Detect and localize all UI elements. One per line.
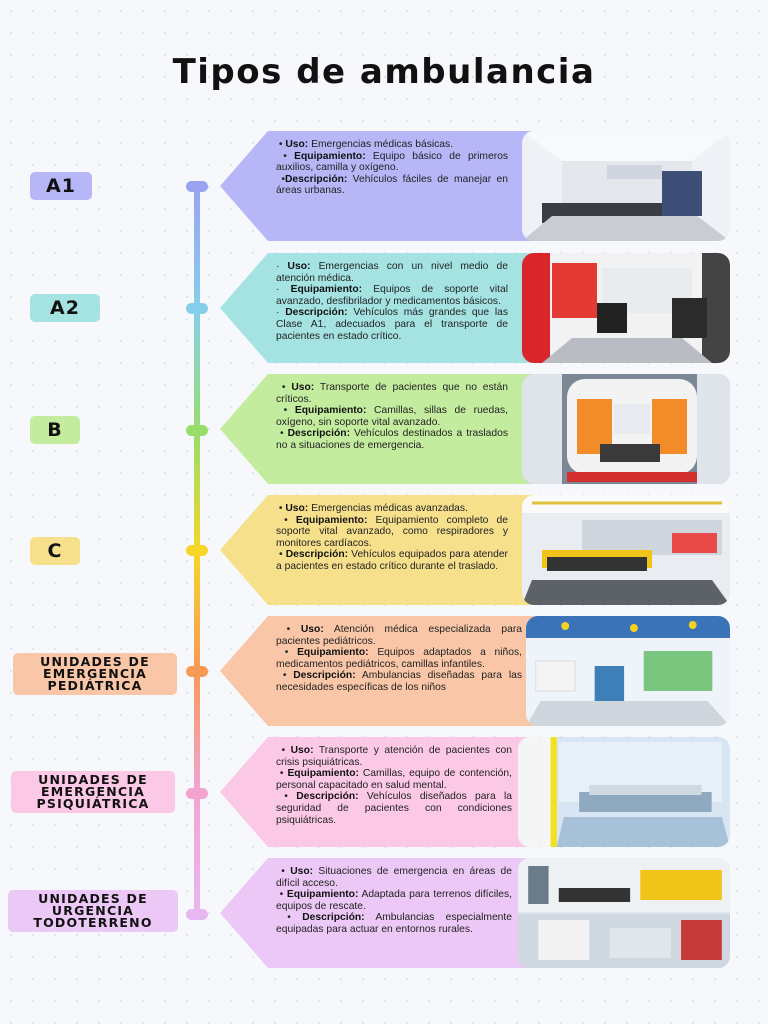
equip-text: Equipos adaptados a niños, medicamentos … [276, 647, 522, 670]
desc-label: Descripción: [287, 428, 350, 440]
card-text: • Uso: Situaciones de emergencia en área… [276, 866, 513, 935]
desc-text: Vehículos destinados a traslados no a si… [276, 428, 508, 451]
equip-label: Equipamiento: [297, 647, 369, 659]
uso-text: Transporte de pacientes que no están crí… [276, 382, 508, 405]
desc-text: Ambulancias diseñadas para las necesidad… [276, 670, 523, 693]
card-a2: · Uso: Emergencias con un nivel medio de… [220, 253, 730, 363]
card-pediatrica: • Uso: Atención médica especializada par… [220, 616, 730, 726]
timeline-dot [186, 545, 208, 556]
equip-label: Equipamiento: [287, 768, 359, 780]
card-text: • Uso: Transporte y atención de paciente… [276, 745, 512, 826]
card-c: • Uso: Emergencias médicas avanzadas. • … [220, 495, 730, 605]
equip-label: Equipamiento: [286, 889, 359, 901]
uso-label: Uso: [291, 382, 315, 393]
card-todoterreno: • Uso: Situaciones de emergencia en área… [220, 858, 730, 968]
uso-label: Uso: [285, 139, 309, 150]
timeline-dot [186, 303, 208, 314]
card-psiquiatrica: • Uso: Transporte y atención de paciente… [220, 737, 730, 847]
equip-label: Equipamiento: [294, 405, 367, 417]
type-label-a1: A1 [30, 172, 92, 200]
equip-text: Equipo básico de primeros auxilios, cami… [276, 150, 508, 174]
uso-text: Situaciones de emergencia en áreas de di… [276, 866, 512, 889]
uso-label: Uso: [290, 745, 314, 756]
timeline-dot [186, 425, 208, 436]
card-text: • Uso: Atención médica especializada par… [276, 624, 523, 693]
card-text: • Uso: Emergencias médicas básicas. • Eq… [276, 139, 508, 197]
card-text: • Uso: Emergencias médicas avanzadas. • … [276, 503, 508, 572]
uso-text: Emergencias médicas avanzadas. [311, 503, 468, 514]
ambulance-interior-photo [522, 253, 730, 363]
timeline-dot [186, 181, 208, 192]
type-label-todoterreno: UNIDADES DE URGENCIA TODOTERRENO [8, 890, 178, 932]
offroad-ambulance-photo [518, 858, 730, 968]
equip-text: Equipos de soporte vital avanzado, desfi… [276, 284, 508, 307]
desc-text: Vehículos fáciles de manejar en áreas ur… [276, 173, 508, 197]
uso-label: Uso: [287, 261, 311, 272]
card-text: · Uso: Emergencias con un nivel medio de… [276, 261, 508, 342]
desc-label: Descripción: [293, 670, 356, 682]
card-a1: • Uso: Emergencias médicas básicas. • Eq… [220, 131, 730, 241]
desc-label: Descripción: [285, 307, 348, 319]
desc-label: Descripción: [284, 173, 348, 185]
desc-label: Descripción: [302, 912, 365, 924]
desc-text: Vehículos diseñados para la seguridad de… [276, 791, 512, 826]
uso-label: Uso: [290, 866, 314, 877]
desc-text: Vehículos más grandes que las Clase A1, … [276, 307, 508, 342]
ambulance-interior-photo [522, 131, 730, 241]
desc-label: Descripción: [285, 549, 349, 561]
equip-label: Equipamiento: [290, 284, 363, 296]
uso-text: Emergencias con un nivel medio de atenci… [276, 261, 508, 284]
pediatric-ambulance-photo [526, 616, 730, 726]
ambulance-interior-photo [522, 495, 730, 605]
ambulance-interior-photo [522, 374, 730, 484]
desc-text: Ambulancias especialmente equipadas para… [276, 912, 512, 935]
uso-text: Emergencias médicas básicas. [311, 139, 454, 150]
type-label-a2: A2 [30, 294, 100, 322]
timeline-dot [186, 909, 208, 920]
card-b: • Uso: Transporte de pacientes que no es… [220, 374, 730, 484]
type-label-pediatrica: UNIDADES DE EMERGENCIA PEDIÁTRICA [13, 653, 177, 695]
equip-text: Equipamiento completo de soporte vital a… [276, 514, 508, 549]
desc-text: Vehículos equipados para atender a pacie… [276, 549, 508, 572]
equip-text: Adaptada para terrenos difíciles, equipo… [276, 889, 513, 912]
page-title: Tipos de ambulancia [172, 52, 596, 92]
card-text: • Uso: Transporte de pacientes que no es… [276, 382, 508, 451]
desc-label: Descripción: [296, 791, 359, 803]
equip-label: Equipamiento: [295, 514, 368, 526]
type-label-c: C [30, 537, 80, 565]
ambulance-interior-photo [518, 737, 730, 847]
timeline-dot [186, 788, 208, 799]
type-label-psiquiatrica: UNIDADES DE EMERGENCIA PSIQUIÁTRICA [11, 771, 175, 813]
equip-label: Equipamiento: [294, 150, 366, 162]
equip-text: Camillas, equipo de contención, personal… [276, 768, 512, 791]
uso-label: Uso: [285, 503, 309, 514]
uso-text: Transporte y atención de pacientes con c… [276, 745, 512, 768]
equip-text: Camillas, sillas de ruedas, oxígeno, sin… [276, 405, 508, 428]
uso-text: Atención médica especializada para pacie… [276, 624, 523, 647]
timeline-dot [186, 666, 208, 677]
type-label-b: B [30, 416, 80, 444]
uso-label: Uso: [300, 624, 324, 635]
